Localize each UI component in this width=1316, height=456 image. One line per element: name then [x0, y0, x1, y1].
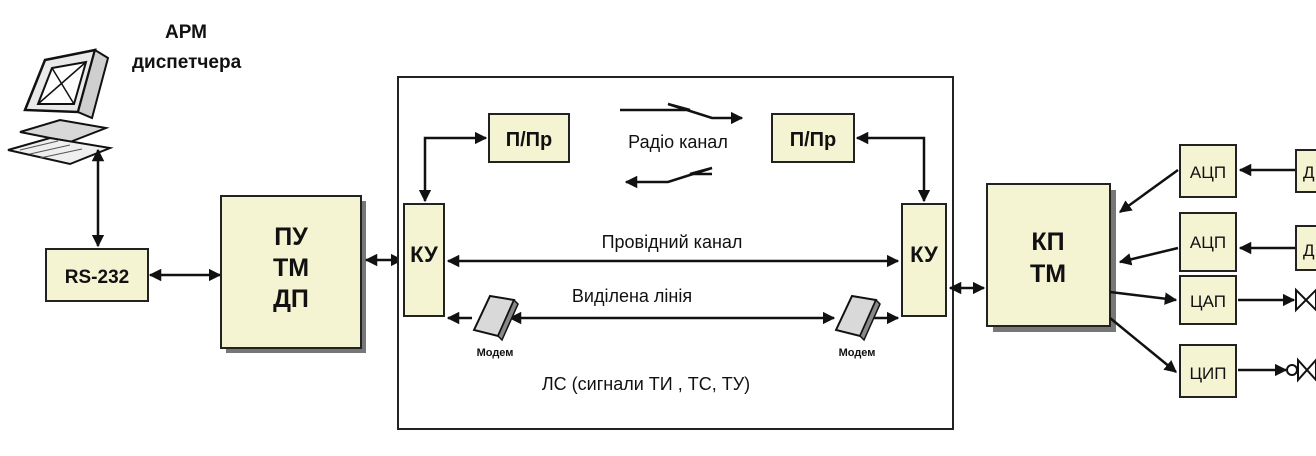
- radio-wave-arrow-right: [620, 102, 744, 125]
- comm-unit-left-label: КУ: [410, 242, 438, 267]
- connector-dip: [1109, 317, 1177, 373]
- sensor-1-label: Д: [1303, 163, 1315, 182]
- comm-unit-left: [403, 203, 445, 317]
- control-point-box: [220, 195, 362, 349]
- control-point-line3: ДП: [273, 285, 309, 313]
- connector-adc-2: [1118, 246, 1179, 266]
- comm-unit-right: [901, 203, 947, 317]
- rs232-box: [45, 248, 149, 302]
- computer-icon: [7, 48, 114, 166]
- wired-channel-label: Провідний канал: [602, 232, 743, 252]
- converter-dac-label: ЦАП: [1190, 292, 1226, 311]
- converter-adc-1: [1179, 144, 1237, 198]
- converter-adc-2-label: АЦП: [1190, 233, 1226, 252]
- transceiver-right: [771, 113, 855, 163]
- modem-left-label: Модем: [477, 347, 514, 359]
- converter-dac: [1179, 275, 1237, 325]
- modem-right-icon: [834, 294, 881, 342]
- connector-ku-left-radio: [418, 131, 488, 203]
- converter-adc-1-label: АЦП: [1190, 163, 1226, 182]
- transceiver-left-label: П/Пр: [506, 129, 553, 151]
- valve-icon-2: [1297, 357, 1316, 383]
- workstation-label-line2: диспетчера: [132, 52, 242, 73]
- controlled-point-line1: КП: [1031, 228, 1064, 256]
- rs232-label: RS-232: [65, 267, 129, 288]
- sensor-2: [1295, 225, 1316, 271]
- control-point-line1: ПУ: [274, 223, 308, 251]
- transceiver-left: [488, 113, 570, 163]
- connector-dac: [1109, 290, 1178, 305]
- modem-right-label: Модем: [839, 347, 876, 359]
- actuator-node-icon: [1286, 364, 1298, 376]
- control-point-line2: ТМ: [273, 254, 309, 282]
- dedicated-line-label: Виділена лінія: [572, 286, 692, 306]
- workstation-label-line1: АРМ: [165, 22, 207, 43]
- transceiver-right-label: П/Пр: [790, 129, 837, 151]
- signals-label: ЛС (сигнали ТИ , ТС, ТУ): [542, 374, 750, 394]
- modem-left-icon: [472, 294, 519, 342]
- radio-wave-arrow-left: [624, 166, 713, 189]
- converter-adc-2: [1179, 212, 1237, 272]
- radio-channel-label: Радіо канал: [628, 132, 728, 152]
- connector-radio-ku-right: [855, 131, 931, 203]
- controlled-point-box: [986, 183, 1111, 327]
- comm-unit-right-label: КУ: [910, 242, 938, 267]
- controlled-point-line2: ТМ: [1030, 260, 1066, 288]
- valve-icon-1: [1295, 287, 1316, 313]
- converter-dip-label: ЦИП: [1189, 364, 1226, 383]
- sensor-1: [1295, 149, 1316, 193]
- converter-dip: [1179, 344, 1237, 398]
- sensor-2-label: Д: [1303, 241, 1315, 260]
- connector-adc-1: [1118, 168, 1179, 214]
